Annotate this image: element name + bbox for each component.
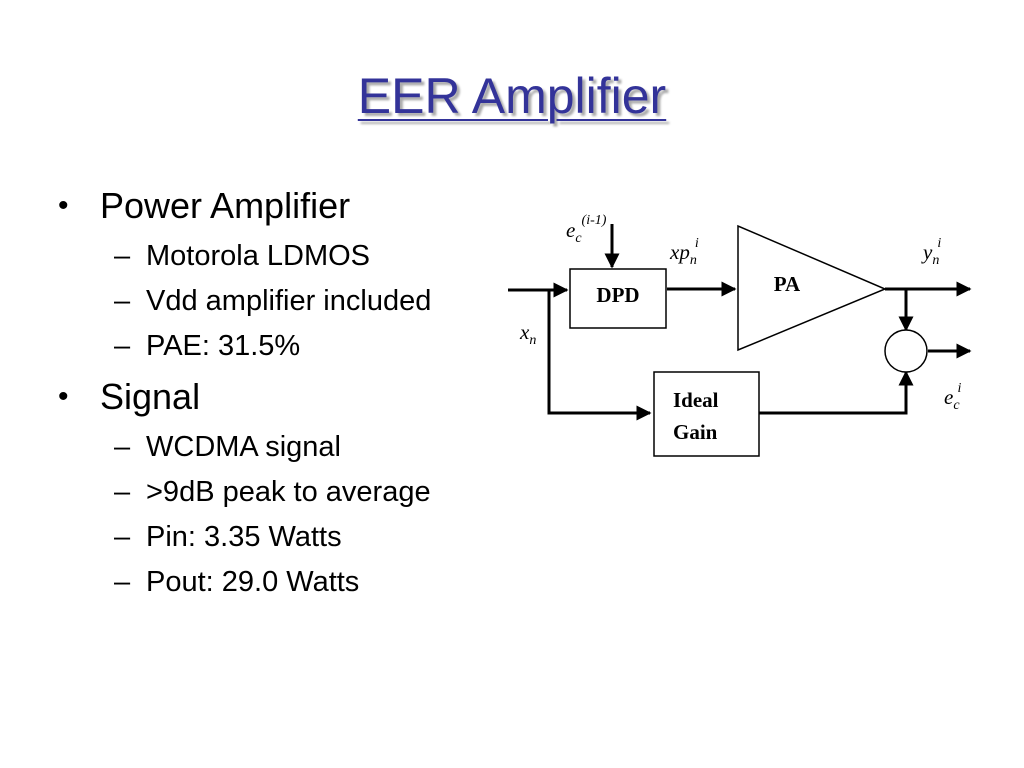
bullet-power-amplifier: • Power Amplifier [56, 178, 516, 234]
ideal-gain-label-2: Gain [673, 420, 718, 444]
ideal-gain-label-1: Ideal [673, 388, 719, 412]
sub-bullet: –WCDMA signal [114, 431, 341, 463]
block-diagram: DPD PA Ideal Gain ec(i-1) xpni yni xn ec… [508, 213, 972, 457]
bullet-dot: • [58, 189, 69, 222]
summer-junction [884, 329, 928, 373]
error-prev-label: ec(i-1) [566, 213, 607, 246]
error-label: eci [944, 381, 962, 413]
sub-bullet-text: WCDMA signal [146, 431, 341, 463]
sub-bullet: –Vdd amplifier included [114, 285, 432, 317]
sub-bullet: –Pin: 3.35 Watts [114, 521, 342, 553]
sub-bullet: –>9dB peak to average [114, 476, 431, 508]
bullet-signal: • Signal [56, 369, 516, 425]
pa-label: PA [774, 272, 801, 296]
pa-input-label: xpni [669, 236, 699, 268]
sub-bullet: –PAE: 31.5% [114, 330, 301, 362]
bullet-text: Power Amplifier [100, 185, 351, 226]
sub-bullet-text: Vdd amplifier included [146, 285, 432, 317]
sub-bullet-text: Motorola LDMOS [146, 240, 371, 272]
slide-title: EER Amplifier [357, 68, 667, 124]
sub-list-power-amplifier: –Motorola LDMOS –Vdd amplifier included … [56, 234, 516, 369]
dpd-block [569, 268, 667, 329]
gain-to-summer-wire [759, 370, 914, 415]
bullet-list: • Power Amplifier –Motorola LDMOS –Vdd a… [56, 178, 516, 605]
bullet-text: Signal [100, 376, 201, 417]
sub-bullet-text: PAE: 31.5% [146, 330, 301, 362]
sub-bullet-text: Pin: 3.35 Watts [146, 521, 342, 553]
dpd-label: DPD [596, 283, 639, 307]
sub-bullet: –Motorola LDMOS [114, 240, 371, 272]
sub-list-signal: –WCDMA signal –>9dB peak to average –Pin… [56, 425, 516, 605]
sub-bullet-text: >9dB peak to average [146, 476, 431, 508]
output-label: yni [921, 236, 941, 268]
branch-wire [547, 290, 652, 421]
pa-amplifier-triangle [737, 224, 887, 352]
sub-bullet: –Pout: 29.0 Watts [114, 566, 360, 598]
ideal-gain-block [653, 371, 760, 457]
sub-bullet-text: Pout: 29.0 Watts [146, 566, 360, 598]
input-label: xn [519, 320, 536, 348]
bullet-dot: • [58, 380, 69, 413]
